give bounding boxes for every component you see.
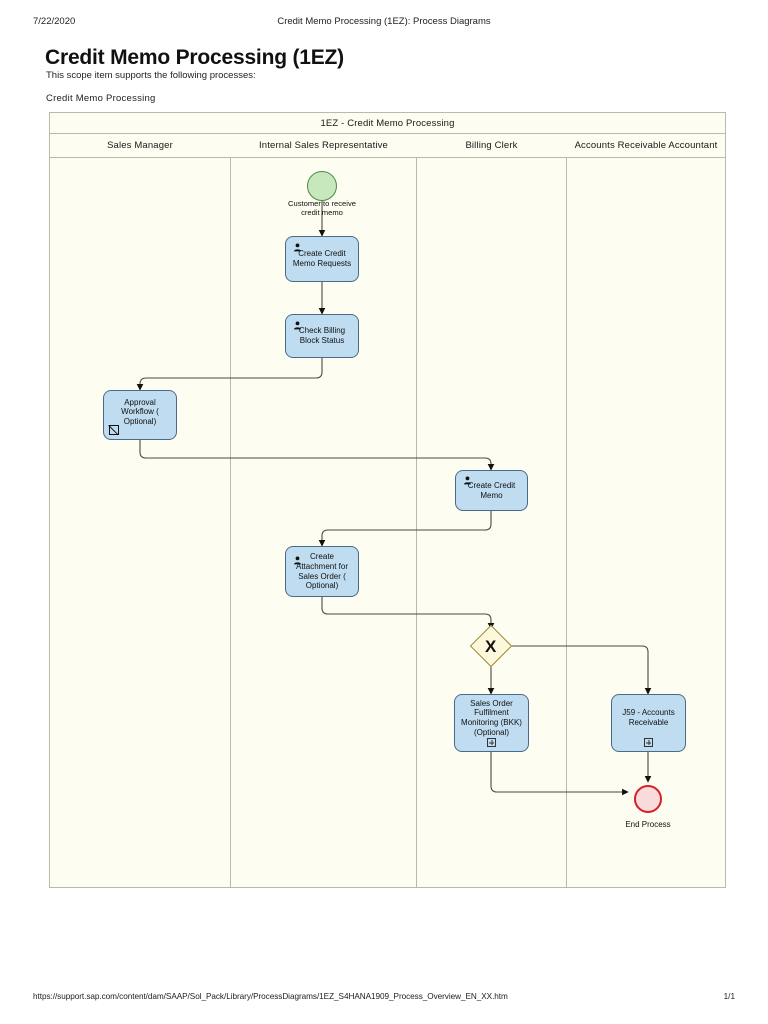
user-task-icon [293,556,302,565]
task-label: Create Credit Memo Requests [292,249,352,268]
end-event[interactable] [634,785,662,813]
user-task-icon [293,243,302,252]
task-approval-workflow-optional[interactable]: Approval Workflow ( Optional) [103,390,177,440]
page-subtitle: This scope item supports the following p… [46,70,256,81]
lane-divider-3 [566,157,567,888]
collapsed-subprocess-icon [644,738,653,747]
lane-header-divider [50,157,725,158]
user-task-icon [463,476,472,485]
task-label: Check Billing Block Status [298,326,346,345]
task-create-attachment-for-sales-order[interactable]: Create Attachment for Sales Order ( Opti… [285,546,359,597]
task-label: Create Attachment for Sales Order ( Opti… [295,552,349,591]
task-label: Create Credit Memo [467,480,516,500]
lane-divider-1 [230,157,231,888]
pool-title: 1EZ - Credit Memo Processing [50,113,725,134]
gateway-x-icon: X [485,637,497,656]
print-date: 7/22/2020 [33,16,76,27]
start-event[interactable] [307,171,337,201]
page-footer: https://support.sap.com/content/dam/SAAP… [0,992,768,1006]
task-create-credit-memo-requests[interactable]: Create Credit Memo Requests [285,236,359,282]
task-j59-accounts-receivable[interactable]: J59 - Accounts Receivable [611,694,686,752]
collapsed-subprocess-icon [487,738,496,747]
task-check-billing-block-status[interactable]: Check Billing Block Status [285,314,359,358]
task-label: J59 - Accounts Receivable [622,708,675,727]
process-pool: 1EZ - Credit Memo Processing Sales Manag… [49,112,726,888]
script-task-icon [109,425,119,435]
process-link[interactable]: Credit Memo Processing [46,93,156,104]
page-title: Credit Memo Processing (1EZ) [45,46,344,69]
lane-header-internal-sales-rep: Internal Sales Representative [259,140,388,151]
user-task-icon [293,321,302,330]
footer-url[interactable]: https://support.sap.com/content/dam/SAAP… [33,992,508,1001]
task-create-credit-memo[interactable]: Create Credit Memo [455,470,528,511]
end-event-label: End Process [625,820,671,829]
task-sales-order-fulfilment-monitoring[interactable]: Sales Order Fulfilment Monitoring (BKK) … [454,694,529,752]
lane-header-sales-manager: Sales Manager [107,140,173,151]
print-header: 7/22/2020 Credit Memo Processing (1EZ): … [0,16,768,32]
footer-page-number: 1/1 [723,992,735,1001]
lane-divider-2 [416,157,417,888]
print-title: Credit Memo Processing (1EZ): Process Di… [277,16,491,27]
lane-header-ar-accountant: Accounts Receivable Accountant [574,140,718,151]
task-label: Approval Workflow ( Optional) [121,397,159,426]
start-event-label: Customer to receive credit memo [288,199,356,217]
task-label: Sales Order Fulfilment Monitoring (BKK) … [461,698,522,737]
lane-header-billing-clerk: Billing Clerk [465,140,518,151]
